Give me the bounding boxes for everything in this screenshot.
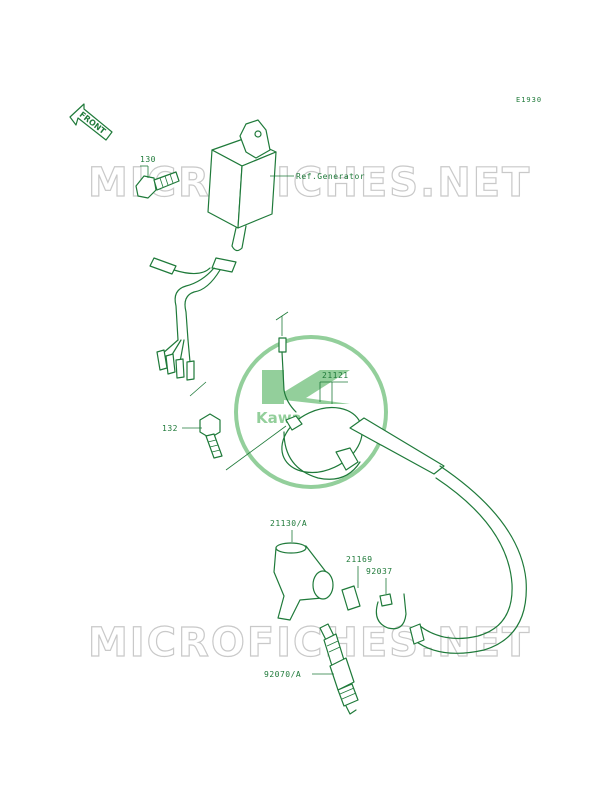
harness-terminal-3 [175,358,185,379]
harness-terminal-4 [186,360,195,381]
ht-cable [409,465,527,654]
bolt-130: 130 [135,155,180,199]
bolt-130-head [135,175,157,199]
wiring-harness [149,257,237,397]
label-132: 132 [162,424,178,433]
coil-mount-left [285,415,303,431]
label-130: 130 [140,155,156,164]
connector-21169: 21169 [341,555,373,611]
front-arrow: FRONT [69,103,113,141]
spark-plug-hex [329,657,355,691]
harness-terminal-1 [156,349,168,371]
plug-cap-body [273,545,327,621]
watermark-bottom: MICROFICHES.NET [87,619,531,666]
harness-connector-b [211,257,237,273]
spark-plug-92070: 92070/A [264,623,359,715]
plug-cap-top [275,542,307,554]
bolt-132: 132 [162,413,223,459]
ignition-coil-21121: 21121 [225,311,445,480]
label-92070: 92070/A [264,670,301,679]
front-arrow-label: FRONT [78,110,108,136]
connector-21169-body [341,585,361,611]
clamp-92037: 92037 [366,567,407,630]
harness-terminal-2 [165,353,176,375]
front-arrow-shape [69,103,113,141]
label-21130: 21130/A [270,519,307,528]
coil-lead-terminal [278,337,287,353]
ht-cable-end [409,623,425,645]
generator-mount-tab [239,119,271,159]
plug-cap-socket [312,570,334,600]
logo-k-mark [262,370,350,404]
bolt-132-head [199,413,221,439]
label-ref-generator: Ref.Generator [296,172,365,181]
watermark-text-bottom: MICROFICHES.NET [88,620,531,666]
coil-mount-right [335,447,359,471]
harness-connector-a [149,257,177,275]
spark-plug-thread [337,683,359,707]
plug-cap-21130: 21130/A [270,519,334,621]
clamp-92037-tab [379,593,393,607]
label-92037: 92037 [366,567,393,576]
label-21121: 21121 [322,371,349,380]
coil-output-lead [349,417,445,475]
generator-unit: Ref.Generator [207,119,365,252]
logo-ring [234,335,388,489]
diagram-code: E1930 [516,96,542,104]
label-21169: 21169 [346,555,373,564]
generator-side [237,151,277,229]
generator-mount-hole [254,130,262,138]
